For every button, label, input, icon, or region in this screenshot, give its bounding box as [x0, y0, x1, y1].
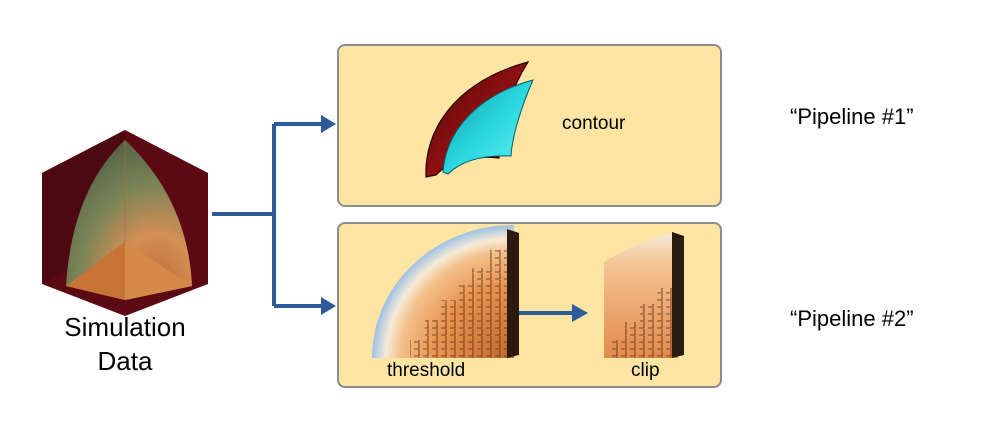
- clip-result-icon: [604, 232, 684, 358]
- simulation-cube-icon: [42, 130, 208, 316]
- contour-surface-icon: [425, 61, 534, 178]
- pipeline2-name: “Pipeline #2”: [790, 306, 914, 331]
- pipeline1-panel: [337, 44, 722, 207]
- source-label-line2: Data: [97, 346, 153, 376]
- branch-arrows: [212, 122, 574, 315]
- threshold-result-icon: [372, 225, 519, 358]
- contour-label: contour: [562, 113, 626, 134]
- threshold-label: threshold: [387, 360, 466, 381]
- arrow-head-pipeline2: [321, 297, 336, 315]
- source-label-line1: Simulation: [64, 312, 186, 342]
- arrow-head-threshold-to-clip: [572, 304, 588, 322]
- pipeline1-name: “Pipeline #1”: [790, 104, 914, 129]
- clip-label: clip: [631, 360, 660, 381]
- arrow-head-pipeline1: [321, 115, 336, 133]
